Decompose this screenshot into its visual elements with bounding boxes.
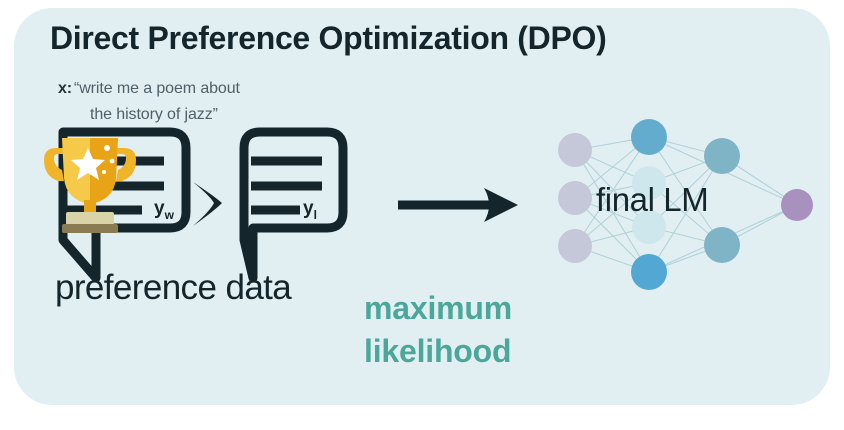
prompt-line-2: the history of jazz”	[90, 106, 218, 123]
label-y-winning: yw	[154, 198, 174, 222]
prompt-variable: x:	[58, 80, 73, 97]
label-y-losing: yl	[303, 198, 317, 222]
final-lm-label: final LM	[596, 181, 709, 218]
prompt-line-1: “write me a poem about	[74, 80, 240, 97]
page-title: Direct Preference Optimization (DPO)	[50, 20, 607, 56]
preference-data-caption: preference data	[55, 268, 292, 307]
